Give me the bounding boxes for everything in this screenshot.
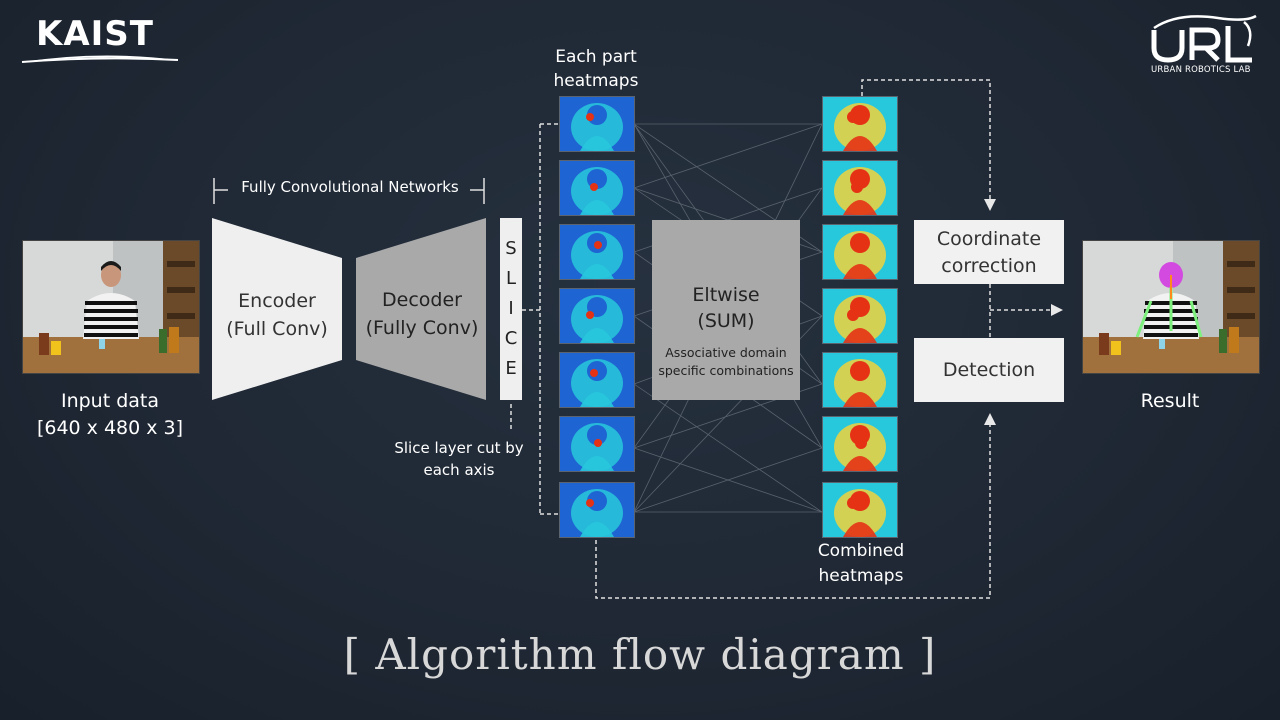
- part-heatmap: [559, 352, 635, 408]
- url-logo-subtitle: URBAN ROBOTICS LAB: [1151, 65, 1251, 75]
- kaist-logo: KAIST: [20, 14, 180, 70]
- combined-label: Combined: [817, 541, 905, 561]
- coord-sublabel: correction: [941, 255, 1037, 277]
- encoder-label: Encoder: [238, 290, 316, 312]
- detection-label: Detection: [942, 359, 1036, 381]
- slice-letter: I: [508, 298, 514, 319]
- combined-sublabel: heatmaps: [818, 566, 904, 586]
- eltwise-note-1: Associative domain: [665, 345, 787, 360]
- coord-label: Coordinate: [936, 228, 1042, 250]
- encoder-block: [212, 218, 342, 400]
- kaist-logo-text: KAIST: [36, 14, 154, 54]
- combined-heatmap: [822, 160, 898, 216]
- coordinate-correction-block: Coordinate correction: [914, 220, 1064, 284]
- kaist-logo-swoosh: [21, 55, 179, 63]
- slice-letter: L: [505, 268, 517, 289]
- decoder-label: Decoder: [382, 289, 462, 311]
- combined-heatmap: [822, 224, 898, 280]
- part-heatmap: [559, 96, 635, 152]
- result-image: [1082, 240, 1260, 374]
- eltwise-sublabel: (SUM): [697, 310, 755, 332]
- part-heatmap: [559, 224, 635, 280]
- decoder-block: [356, 218, 486, 400]
- slice-note-2: each axis: [423, 461, 495, 479]
- part-heatmap: [559, 160, 635, 216]
- part-heatmap: [559, 416, 635, 472]
- eltwise-block: Eltwise (SUM) Associative domain specifi…: [652, 220, 800, 400]
- url-logo-mark: [1151, 14, 1257, 63]
- url-lab-logo: URBAN ROBOTICS LAB: [1148, 12, 1260, 80]
- input-scene-illustration: [23, 241, 199, 373]
- detection-block: Detection: [914, 338, 1064, 402]
- part-heatmaps-label: Each part: [555, 47, 637, 67]
- combined-heatmap: [822, 352, 898, 408]
- slice-layer: S L I C E: [500, 218, 522, 400]
- decoder-sublabel: (Fully Conv): [365, 317, 479, 339]
- combined-heatmap: [822, 416, 898, 472]
- part-heatmap: [559, 482, 635, 538]
- input-image: [22, 240, 200, 374]
- combined-heatmap: [822, 482, 898, 538]
- part-heatmaps-sublabel: heatmaps: [553, 71, 639, 91]
- eltwise-note-2: specific combinations: [658, 363, 794, 378]
- slice-letter: E: [505, 358, 517, 379]
- diagram-title: [ Algorithm flow diagram ]: [343, 630, 937, 679]
- slice-letter: C: [504, 328, 518, 349]
- combined-heatmap: [822, 288, 898, 344]
- encoder-sublabel: (Full Conv): [226, 318, 328, 340]
- combined-heatmap: [822, 96, 898, 152]
- result-scene-illustration: [1083, 241, 1259, 373]
- input-label: Input data: [60, 390, 160, 412]
- part-heatmap: [559, 288, 635, 344]
- result-label: Result: [1140, 390, 1200, 412]
- eltwise-label: Eltwise: [692, 284, 760, 306]
- slice-letter: S: [505, 238, 517, 259]
- input-dims-label: [640 x 480 x 3]: [36, 417, 184, 439]
- slice-note-1: Slice layer cut by: [394, 439, 524, 457]
- fcn-label: Fully Convolutional Networks: [241, 178, 459, 196]
